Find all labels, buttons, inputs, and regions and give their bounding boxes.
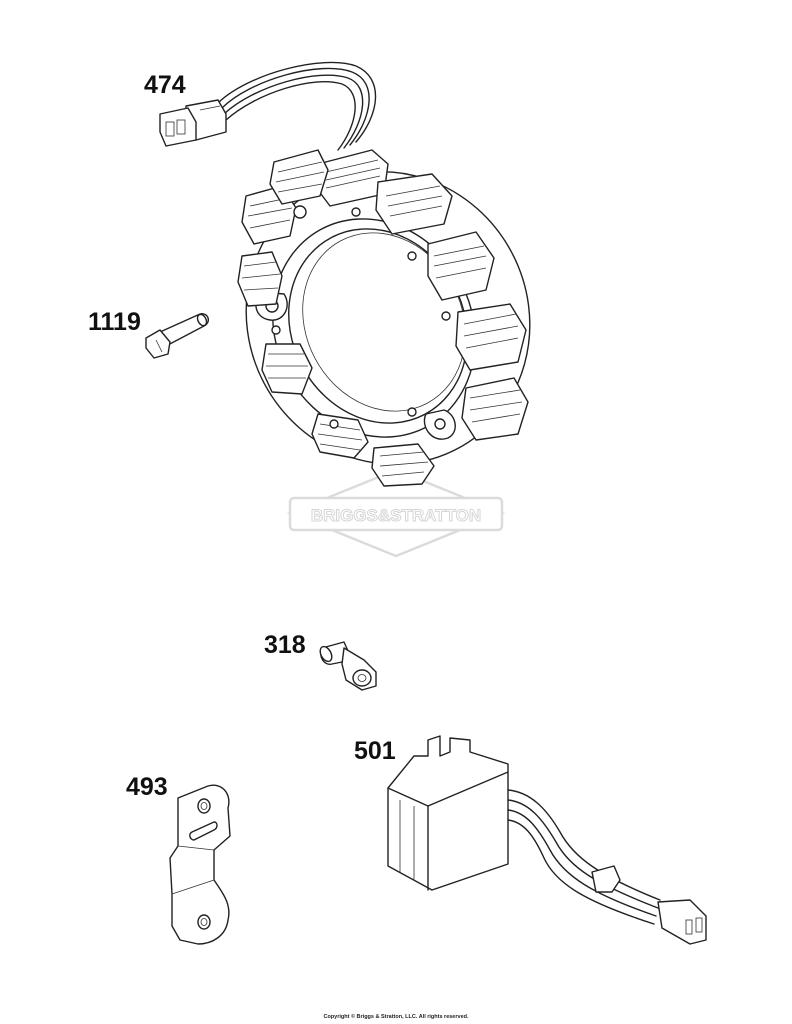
alternator-stator-icon[interactable] (195, 122, 581, 515)
flange-screw-icon[interactable] (318, 641, 377, 691)
callout-318[interactable]: 318 (264, 631, 306, 659)
bolt-icon[interactable] (145, 313, 210, 359)
callout-493[interactable]: 493 (126, 773, 168, 801)
callout-474[interactable]: 474 (144, 71, 186, 99)
callout-501[interactable]: 501 (354, 737, 396, 765)
regulator-icon[interactable] (387, 735, 707, 945)
briggs-stratton-logo-icon: BRIGGS&STRATTON (286, 468, 506, 558)
wire-harness-connector-icon[interactable] (159, 61, 377, 151)
watermark-text: BRIGGS&STRATTON (311, 506, 481, 525)
bracket-icon[interactable] (169, 784, 231, 945)
callout-1119[interactable]: 1119 (88, 308, 141, 336)
copyright-notice: Copyright © Briggs & Stratton, LLC. All … (323, 1014, 469, 1020)
